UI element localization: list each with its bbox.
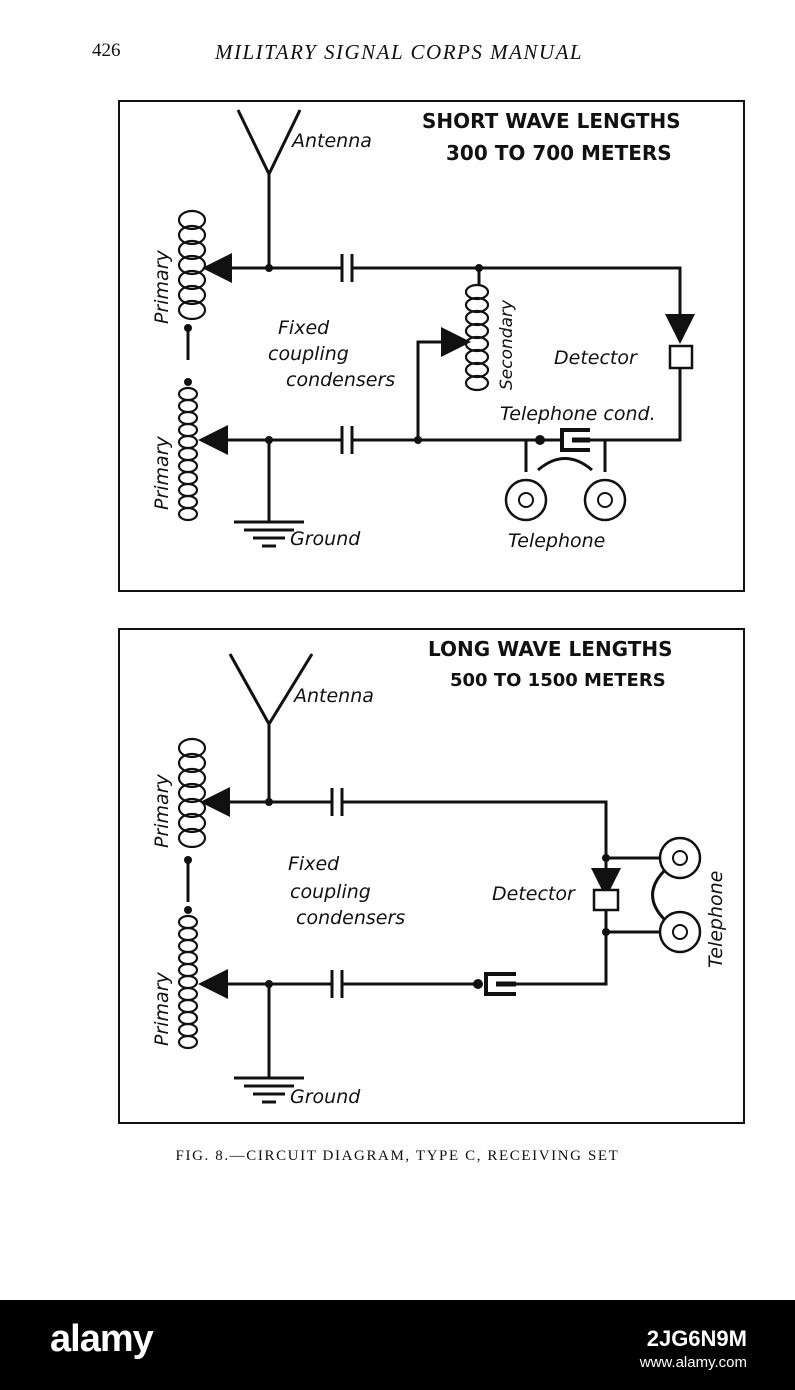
antenna-label: Antenna (290, 130, 372, 152)
ground-symbol (234, 440, 304, 548)
short-wave-circuit-diagram: SHORT WAVE LENGTHS 300 TO 700 METERS Ant… (151, 109, 695, 552)
antenna-symbol (236, 109, 302, 268)
telephone-condenser (535, 428, 590, 452)
primary-upper-label: Primary (151, 773, 173, 848)
primary-upper-label: Primary (151, 249, 173, 324)
primary-lower-label: Primary (151, 435, 173, 510)
image-id: 2JG6N9M (646, 1326, 747, 1351)
panel-title-line2: 300 TO 700 METERS (446, 141, 672, 165)
telephone-receivers (504, 440, 627, 522)
telephone-receivers (606, 836, 702, 954)
fixed-label: Fixed (288, 853, 340, 875)
lower-primary-coil (177, 386, 199, 522)
detector-label: Detector (492, 883, 576, 905)
upper-fixed-condenser (330, 788, 344, 816)
panel-title-line1: SHORT WAVE LENGTHS (422, 109, 681, 133)
fixed-label: Fixed (278, 317, 330, 339)
primary-lower-label: Primary (151, 971, 173, 1046)
secondary-coil (464, 283, 490, 392)
telephone-label: Telephone (705, 871, 727, 968)
condensers-label: condensers (286, 369, 395, 391)
ground-label: Ground (290, 528, 361, 550)
long-wave-circuit-diagram: LONG WAVE LENGTHS 500 TO 1500 METERS Ant… (151, 637, 727, 1108)
short-wave-circuit-panel: SHORT WAVE LENGTHS 300 TO 700 METERS Ant… (118, 100, 745, 592)
lower-primary-coil (177, 914, 199, 1050)
secondary-label: Secondary (497, 299, 517, 390)
panel-title-line1: LONG WAVE LENGTHS (428, 637, 673, 661)
condensers-label: condensers (296, 907, 405, 929)
upper-fixed-condenser (340, 254, 354, 282)
antenna-symbol (228, 653, 314, 802)
lower-fixed-condenser (340, 426, 354, 454)
watermark-footer: alamy 2JG6N9M www.alamy.com (0, 1300, 795, 1390)
antenna-label: Antenna (292, 685, 374, 707)
telephone-cond-label: Telephone cond. (500, 403, 656, 425)
telephone-condenser (473, 972, 516, 996)
page-number: 426 (92, 40, 121, 61)
page-header: 426 MILITARY SIGNAL CORPS MANUAL (0, 40, 795, 70)
alamy-logo: alamy (50, 1318, 154, 1360)
footer-url: www.alamy.com (639, 1354, 747, 1371)
detector-symbol (500, 888, 620, 986)
upper-primary-coil (177, 737, 207, 849)
telephone-label: Telephone (508, 530, 605, 552)
coupling-label: coupling (268, 343, 349, 365)
long-wave-circuit-panel: LONG WAVE LENGTHS 500 TO 1500 METERS Ant… (118, 628, 745, 1124)
upper-primary-coil (177, 209, 207, 321)
ground-label: Ground (290, 1086, 361, 1108)
figure-caption: FIG. 8.—CIRCUIT DIAGRAM, TYPE C, RECEIVI… (175, 1148, 620, 1164)
running-title: MILITARY SIGNAL CORPS MANUAL (215, 40, 584, 64)
coupling-label: coupling (290, 881, 371, 903)
lower-fixed-condenser (330, 970, 344, 998)
detector-symbol (590, 344, 694, 442)
panel-title-line2: 500 TO 1500 METERS (450, 670, 666, 691)
detector-label: Detector (554, 347, 638, 369)
ground-symbol (234, 984, 304, 1104)
